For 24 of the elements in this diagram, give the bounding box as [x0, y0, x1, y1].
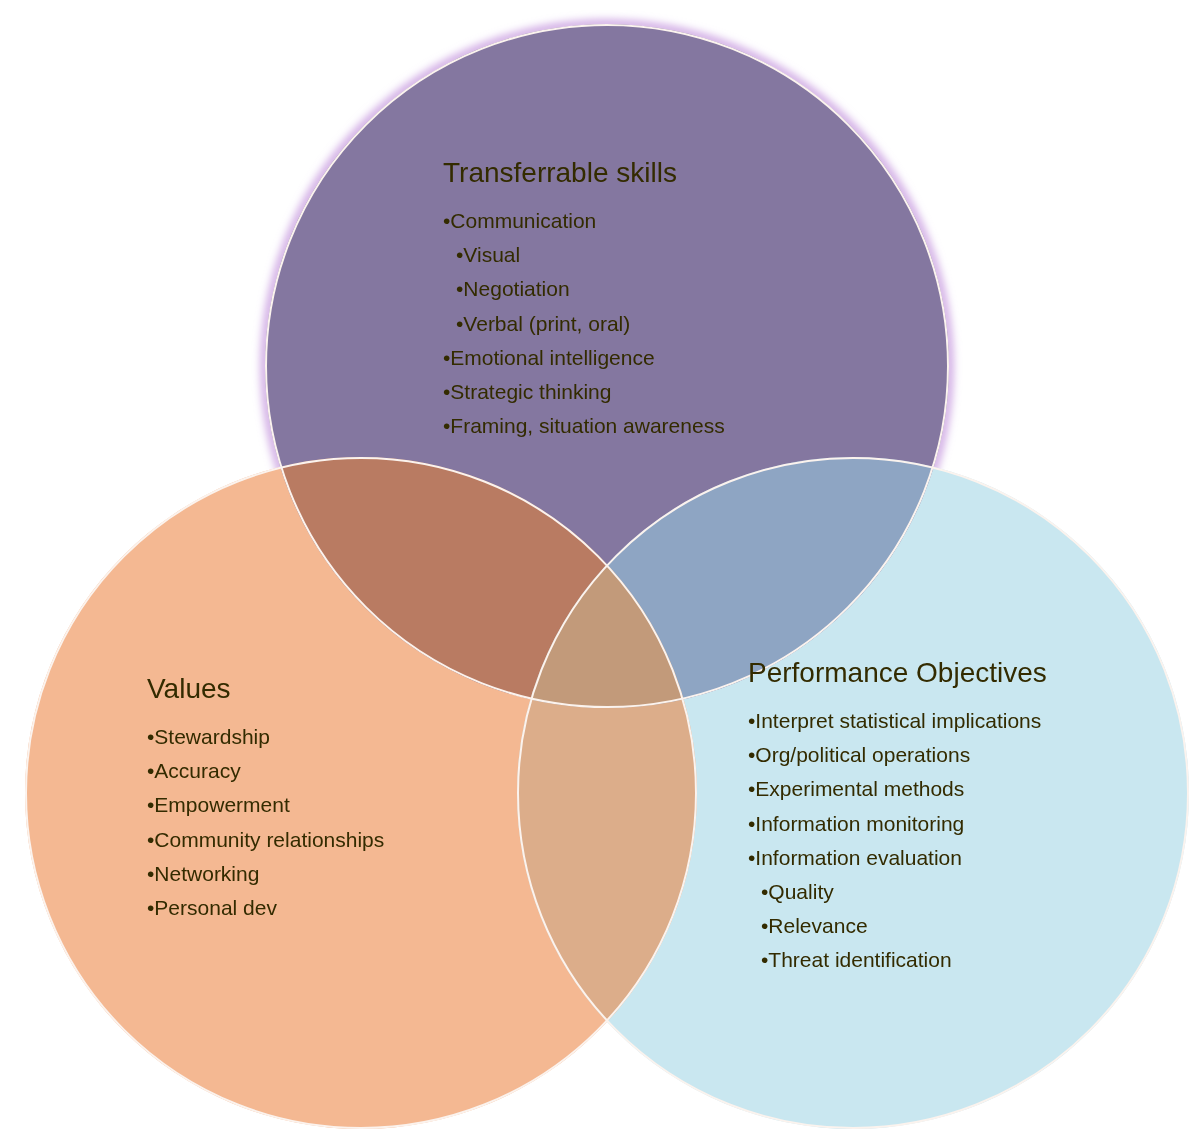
- bullet-item: •Framing, situation awareness: [443, 413, 725, 440]
- bullet-item: •Negotiation: [455, 276, 571, 303]
- bullet-item: •Quality: [760, 879, 835, 905]
- bullet-item: •Relevance: [760, 913, 869, 940]
- bullet-item: •Strategic thinking: [443, 379, 613, 405]
- bullet-item: •Personal dev: [147, 895, 278, 921]
- bullet-item: •Community relationships: [147, 826, 385, 853]
- bullet-item: •Information evaluation: [748, 844, 963, 871]
- bullet-item: •Stewardship: [147, 724, 271, 750]
- bullet-item: •Information monitoring: [748, 810, 966, 837]
- bullet-item: •Threat identification: [760, 947, 953, 974]
- bullet-item: •Accuracy: [147, 758, 242, 785]
- bullet-item: •Emotional intelligence: [443, 344, 656, 371]
- bullet-item: •Visual: [455, 242, 522, 269]
- circle-heading: Values: [147, 672, 232, 706]
- bullet-item: •Networking: [147, 860, 261, 887]
- circle-heading: Performance Objectives: [748, 656, 1047, 690]
- bullet-item: •Interpret statistical implications: [748, 708, 1043, 734]
- circle-heading: Transferrable skills: [443, 156, 678, 190]
- bullet-item: •Experimental methods: [748, 776, 966, 803]
- bullet-item: •Communication: [443, 208, 598, 234]
- bullet-item: •Verbal (print, oral): [455, 310, 632, 337]
- bullet-item: •Empowerment: [147, 792, 291, 819]
- bullet-item: •Org/political operations: [748, 742, 972, 769]
